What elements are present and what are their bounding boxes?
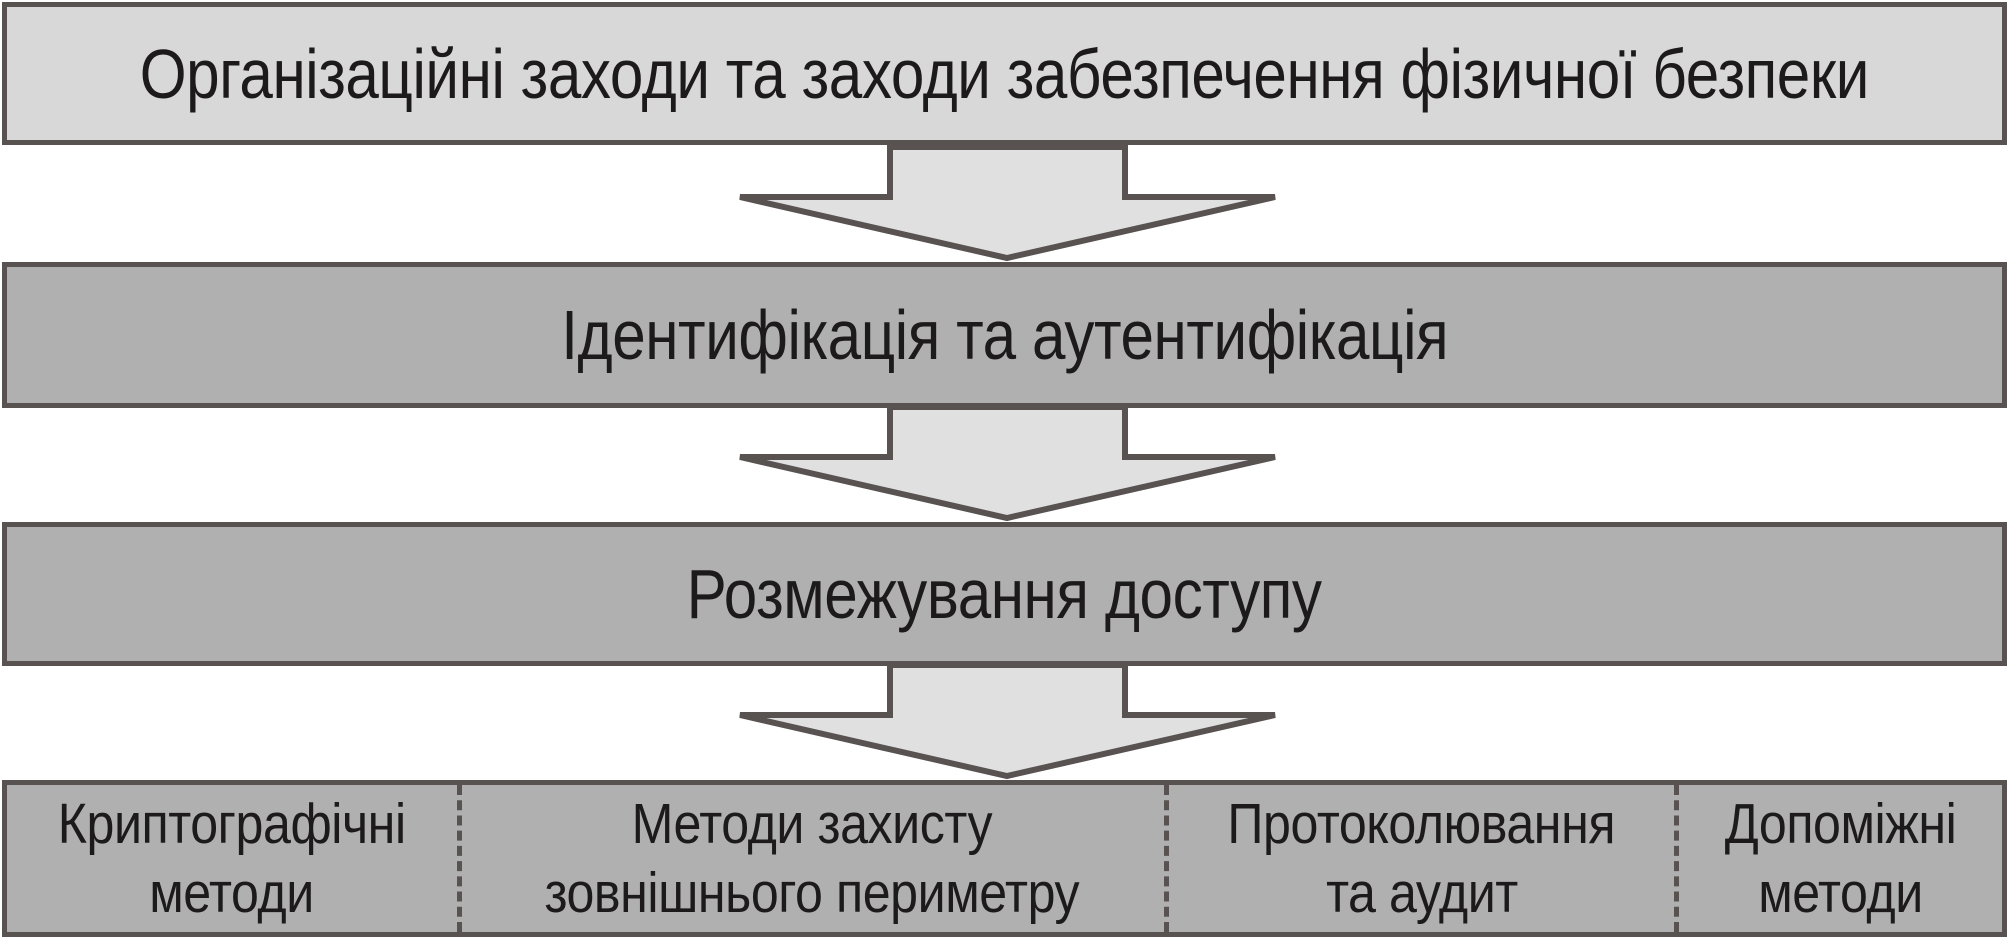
down-arrow-3 [739, 663, 1276, 780]
methods-box: Криптографічні методи Методи захисту зов… [2, 780, 2007, 937]
method-cryptographic: Криптографічні методи [58, 792, 406, 925]
level-2-label: Ідентифікація та аутентифікація [560, 296, 1448, 374]
method-divider [457, 785, 462, 932]
method-auxiliary: Допоміжні методи [1724, 792, 1957, 925]
down-arrow-2 [739, 405, 1276, 522]
level-3-box: Розмежування доступу [2, 522, 2007, 666]
method-perimeter-protection: Методи захисту зовнішнього периметру [544, 792, 1080, 925]
method-divider [1674, 785, 1679, 932]
level-1-box: Організаційні заходи та заходи забезпече… [2, 2, 2007, 145]
method-logging-audit: Протоколювання та аудит [1227, 792, 1616, 925]
level-2-box: Ідентифікація та аутентифікація [2, 262, 2007, 408]
down-arrow-1 [739, 145, 1276, 262]
level-3-label: Розмежування доступу [687, 555, 1322, 633]
method-divider [1164, 785, 1169, 932]
level-1-label: Організаційні заходи та заходи забезпече… [139, 34, 1870, 113]
